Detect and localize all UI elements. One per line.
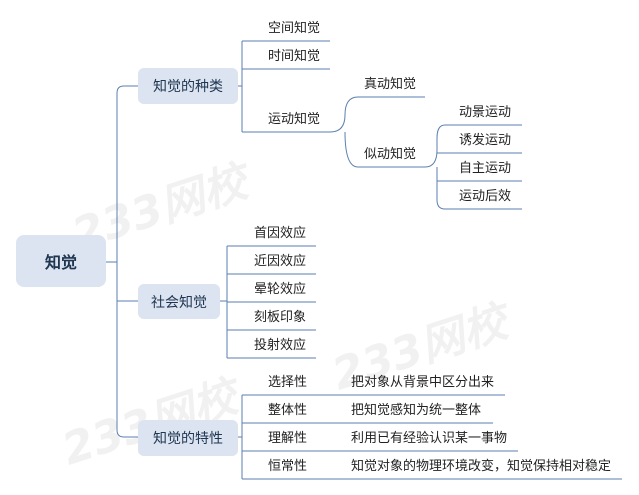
leaf-node[interactable]: 空间知觉: [268, 21, 321, 36]
branch-node-traits[interactable]: 知觉的特性: [138, 420, 238, 456]
branch-node-social[interactable]: 社会知觉: [138, 284, 220, 319]
branch-node-types[interactable]: 知觉的种类: [138, 68, 238, 104]
leaf-node[interactable]: 近因效应: [254, 254, 307, 269]
trait-description: 把对象从背景中区分出来: [351, 375, 495, 390]
leaf-node[interactable]: 投射效应: [254, 338, 307, 353]
leaf-node[interactable]: 似动知觉: [364, 147, 417, 162]
trait-label[interactable]: 理解性: [268, 431, 308, 446]
leaf-node[interactable]: 真动知觉: [364, 77, 417, 92]
trait-label[interactable]: 选择性: [268, 375, 308, 390]
leaf-node[interactable]: 时间知觉: [268, 49, 321, 64]
leaf-node[interactable]: 诱发运动: [459, 133, 512, 148]
leaf-node[interactable]: 运动后效: [459, 189, 512, 204]
trait-description: 把知觉感知为统一整体: [351, 403, 482, 418]
leaf-node[interactable]: 自主运动: [459, 161, 512, 176]
trait-description: 利用已有经验认识某一事物: [351, 431, 508, 446]
leaf-node[interactable]: 动景运动: [459, 105, 512, 120]
root-node[interactable]: 知觉: [16, 235, 106, 287]
leaf-node[interactable]: 首因效应: [254, 226, 307, 241]
leaf-node[interactable]: 晕轮效应: [254, 282, 307, 297]
trait-label[interactable]: 恒常性: [268, 459, 308, 474]
leaf-node[interactable]: 运动知觉: [268, 112, 321, 127]
trait-label[interactable]: 整体性: [268, 403, 308, 418]
trait-description: 知觉对象的物理环境改变，知觉保持相对稳定: [351, 459, 612, 474]
leaf-node[interactable]: 刻板印象: [254, 310, 307, 325]
